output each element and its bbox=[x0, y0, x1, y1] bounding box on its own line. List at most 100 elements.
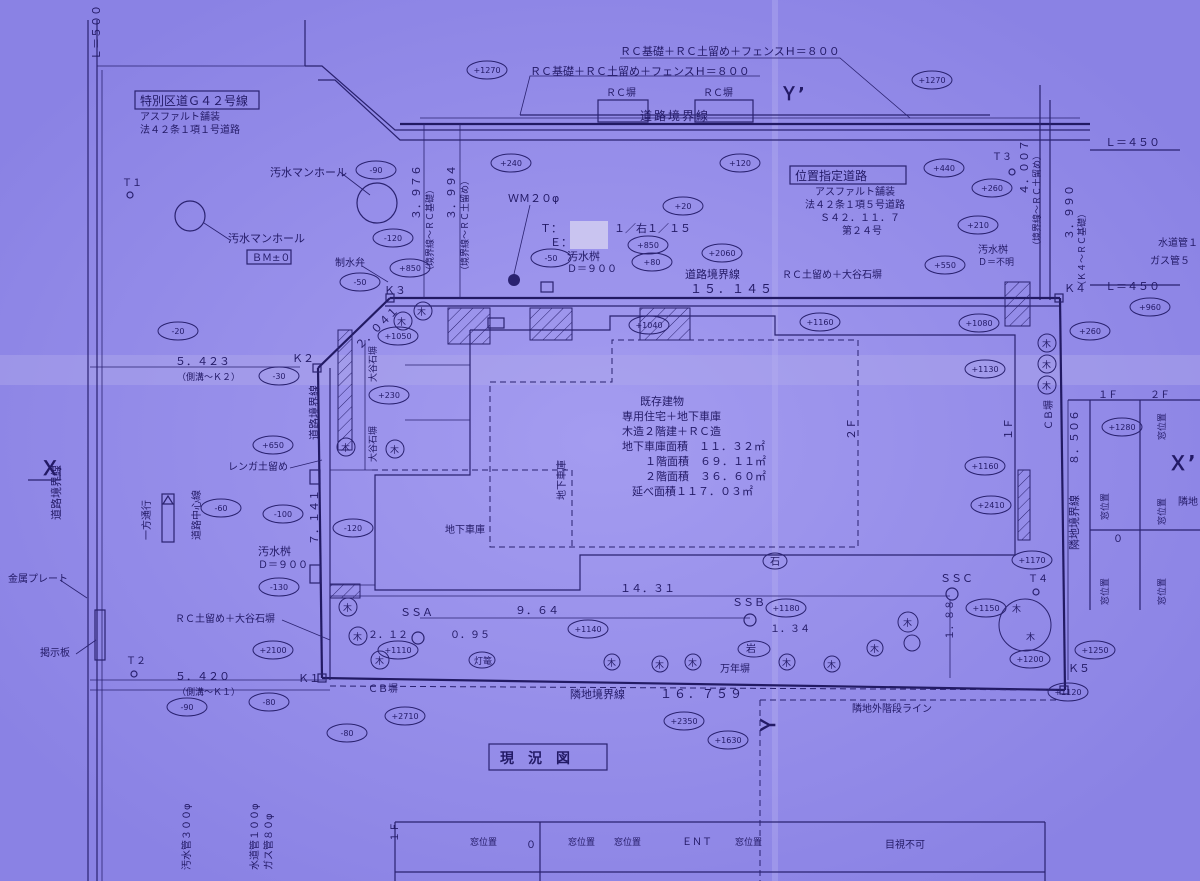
height-hm50b: -50 bbox=[530, 248, 572, 268]
rc-wall-label-1: ＲＣ塀 bbox=[606, 87, 636, 99]
building-l3: 木造２階建＋ＲＣ造 bbox=[622, 424, 721, 438]
sewer-pit-label: 汚水桝 bbox=[567, 249, 600, 263]
title-box bbox=[488, 743, 608, 771]
height-h1170: +1170 bbox=[1011, 550, 1053, 570]
dim-left-bottom-note: （側溝～Ｋ１） bbox=[177, 686, 240, 698]
height-h230: +230 bbox=[368, 385, 410, 405]
height-h2710: +2710 bbox=[384, 706, 426, 726]
point-ssa: ＳＳＡ bbox=[400, 606, 433, 619]
road-boundary-top-label: 道路境界線 bbox=[640, 108, 710, 123]
tree-label-12: 木 bbox=[655, 659, 664, 671]
dim-ssa-ssb: ９．６４ bbox=[515, 604, 559, 617]
right-water-label: 水道管１ bbox=[1158, 236, 1198, 249]
road-boundary-left-label: 道路境界線 bbox=[307, 385, 321, 440]
tp-redacted bbox=[570, 221, 608, 249]
site-walls bbox=[309, 281, 1031, 599]
section-x: Ｘ bbox=[40, 456, 60, 480]
svg-text:+260: +260 bbox=[1079, 327, 1101, 336]
elev-mushi: 目視不可 bbox=[885, 838, 925, 851]
building-l7: 延べ面積１１７．０３㎡ bbox=[632, 484, 753, 498]
svg-text:+1150: +1150 bbox=[972, 604, 999, 613]
lantern-label: 灯篭 bbox=[474, 655, 492, 667]
svg-text:-20: -20 bbox=[171, 327, 184, 336]
wm-label: ＷＭ２０φ bbox=[508, 192, 559, 205]
svg-text:+1120: +1120 bbox=[1054, 688, 1081, 697]
svg-text:+2060: +2060 bbox=[708, 249, 735, 258]
right-gas-label: ガス管５ bbox=[1150, 254, 1190, 267]
height-h1250: +1250 bbox=[1074, 640, 1116, 660]
dim-left-side: ７．１４１ bbox=[308, 490, 321, 545]
sewer-manhole-1 bbox=[356, 182, 398, 224]
right-1f: １Ｆ bbox=[1098, 390, 1118, 401]
tree-label-11: 木 bbox=[607, 657, 616, 669]
boundary-a-note: （境界線～ＲＣ基礎） bbox=[424, 185, 436, 275]
bm-label: ＢＭ±０ bbox=[252, 253, 290, 264]
svg-text:+230: +230 bbox=[378, 391, 400, 400]
svg-text:+1130: +1130 bbox=[971, 365, 998, 374]
svg-text:+260: +260 bbox=[981, 184, 1003, 193]
dim-ssa-left: ２．１２ bbox=[368, 630, 408, 641]
height-h960: +960 bbox=[1129, 297, 1171, 317]
rc-wall-label-2: ＲＣ塀 bbox=[703, 87, 733, 99]
svg-text:-50: -50 bbox=[353, 278, 366, 287]
svg-text:+1160: +1160 bbox=[971, 462, 998, 471]
metal-plate-label: 金属プレート bbox=[8, 572, 68, 585]
left-road-law: 法４２条１項１号道路 bbox=[140, 123, 240, 136]
svg-text:-30: -30 bbox=[272, 372, 285, 381]
height-hm120: -120 bbox=[372, 228, 414, 248]
t1-marker bbox=[126, 191, 134, 199]
tree-label-13: 木 bbox=[688, 657, 697, 669]
svg-text:+1110: +1110 bbox=[384, 646, 411, 655]
height-h1110: +1110 bbox=[377, 640, 419, 660]
svg-text:-130: -130 bbox=[270, 583, 288, 592]
sewer-pit-left-d: Ｄ＝９００ bbox=[258, 560, 308, 571]
elev-1f: １Ｆ bbox=[390, 822, 401, 842]
svg-text:+960: +960 bbox=[1139, 303, 1161, 312]
height-h240: +240 bbox=[490, 153, 532, 173]
section-y2: Ｙ’ bbox=[780, 84, 805, 105]
svg-text:+1250: +1250 bbox=[1081, 646, 1108, 655]
floor-1f-label: １Ｆ bbox=[1002, 418, 1015, 440]
section-x2: Ｘ’ bbox=[1168, 451, 1196, 475]
right-road-name: 位置指定道路 bbox=[795, 168, 867, 183]
right-win-1: 窓位置 bbox=[1156, 413, 1168, 440]
height-h1630: +1630 bbox=[707, 730, 749, 750]
elev-ent: ＥＮＴ bbox=[682, 837, 712, 848]
rc-oya-left-label: ＲＣ土留め＋大谷石塀 bbox=[175, 612, 275, 625]
point-k4: Ｋ４ bbox=[1064, 282, 1086, 295]
height-h210: +210 bbox=[957, 215, 999, 235]
height-h260: +260 bbox=[971, 178, 1013, 198]
boundary-a: ３．９７６ bbox=[410, 165, 423, 220]
elev-win-1: 窓位置 bbox=[470, 836, 497, 848]
l-top-label: Ｌ＝５００ bbox=[90, 5, 103, 60]
t4-marker bbox=[1032, 588, 1040, 596]
site-boundary-bottom-label: 隣地境界線 bbox=[570, 687, 625, 701]
left-road-lines bbox=[87, 20, 320, 881]
trees bbox=[336, 301, 1057, 673]
t2-marker bbox=[130, 670, 138, 678]
sewer-manhole-2-label: 汚水マンホール bbox=[228, 232, 305, 245]
sewer-manhole-2 bbox=[174, 200, 206, 232]
svg-text:-120: -120 bbox=[384, 234, 402, 243]
tree-label-19: 木 bbox=[1026, 631, 1035, 643]
k-point-markers bbox=[312, 293, 1069, 695]
elev-win-2: 窓位置 bbox=[568, 836, 595, 848]
height-h2060: +2060 bbox=[701, 243, 743, 263]
svg-text:+1270: +1270 bbox=[918, 76, 945, 85]
tree-label-4: 木 bbox=[390, 444, 399, 456]
right-road-date: Ｓ４２．１１．７ bbox=[820, 213, 900, 224]
tree-label-14: 木 bbox=[782, 657, 791, 669]
svg-text:-80: -80 bbox=[340, 729, 353, 738]
ssb-marker bbox=[743, 613, 757, 627]
sewer-pit-right-d: Ｄ＝不明 bbox=[978, 257, 1014, 268]
svg-text:+1080: +1080 bbox=[965, 319, 992, 328]
height-h20: +20 bbox=[662, 196, 704, 216]
svg-text:+1160: +1160 bbox=[806, 318, 833, 327]
height-h1050: +1050 bbox=[377, 326, 419, 346]
boundary-right-b: ３．９９０ bbox=[1063, 185, 1076, 240]
manneng-label: 万年塀 bbox=[720, 662, 750, 675]
height-h1040: +1040 bbox=[628, 315, 670, 335]
ssc-marker bbox=[945, 587, 959, 601]
svg-text:-50: -50 bbox=[544, 254, 557, 263]
